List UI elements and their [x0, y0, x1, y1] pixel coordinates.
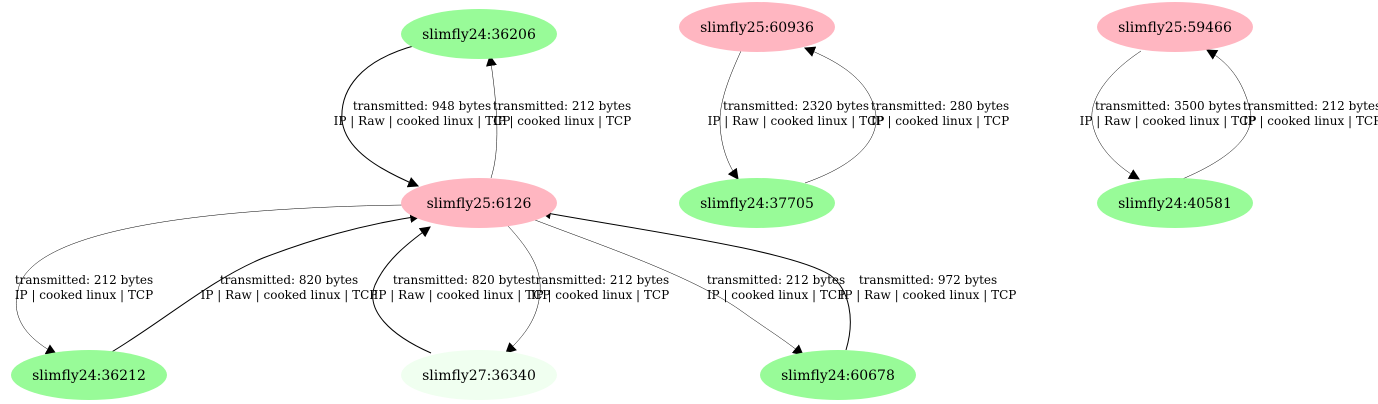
edge-arrow [505, 225, 541, 354]
nodes-layer: slimfly24:36206 slimfly25:6126 slimfly24:3… [11, 2, 1253, 400]
node-label: slimfly27:36340 [422, 368, 536, 384]
node-slimfly24-36206: slimfly24:36206 [401, 9, 557, 59]
node-slimfly25-59466: slimfly25:59466 [1097, 2, 1253, 52]
node-ellipse [760, 350, 916, 400]
node-label: slimfly24:36206 [422, 27, 536, 43]
node-ellipse [401, 350, 557, 400]
node-label: slimfly24:40581 [1118, 196, 1232, 212]
edge-arrow [534, 219, 804, 356]
node-ellipse [1097, 2, 1253, 52]
edge-bytes-label: transmitted: 820 bytes [220, 273, 358, 287]
edge-protocol-label: IP | Raw | cooked linux | TCP [708, 114, 885, 128]
node-label: slimfly24:37705 [700, 196, 814, 212]
edge-protocol-label: IP | Raw | cooked linux | TCP [840, 288, 1017, 302]
edge-bytes-label: transmitted: 212 bytes [15, 273, 153, 287]
edge-protocol-label: IP | Raw | cooked linux | TCP [1080, 114, 1257, 128]
edge-arrow [372, 226, 432, 354]
node-slimfly24-36212: slimfly24:36212 [11, 350, 167, 400]
node-slimfly25-60936: slimfly25:60936 [679, 2, 835, 52]
edge-bytes-label: transmitted: 280 bytes [871, 99, 1009, 113]
edge-protocol-label: IP | cooked linux | TCP [707, 288, 845, 302]
node-label: slimfly25:60936 [700, 20, 814, 36]
edge-protocol-label: IP | Raw | cooked linux | TCP [201, 288, 378, 302]
edge-protocol-label: IP | Raw | cooked linux | TCP [374, 288, 551, 302]
node-slimfly24-40581: slimfly24:40581 [1097, 178, 1253, 228]
node-ellipse [679, 2, 835, 52]
node-label: slimfly24:60678 [781, 368, 895, 384]
node-slimfly27-36340: slimfly27:36340 [401, 350, 557, 400]
edge-protocol-label: IP | cooked linux | TCP [1243, 114, 1378, 128]
node-ellipse [401, 178, 557, 228]
edge-bytes-label: transmitted: 948 bytes [353, 99, 491, 113]
edge-protocol-label: IP | Raw | cooked linux | TCP [334, 114, 511, 128]
edge-arrow [719, 50, 742, 180]
edge-arrow [803, 46, 877, 184]
edge-arrow [16, 204, 405, 355]
node-ellipse [401, 9, 557, 59]
edge-arrow [341, 44, 420, 188]
edge-bytes-label: transmitted: 820 bytes [393, 273, 531, 287]
edge-arrow [109, 212, 422, 354]
edge-arrow [1179, 49, 1252, 181]
node-ellipse [1097, 178, 1253, 228]
node-label: slimfly25:6126 [427, 196, 532, 212]
edge-protocol-label: IP | cooked linux | TCP [493, 114, 631, 128]
node-ellipse [679, 178, 835, 228]
edge-protocol-label: IP | cooked linux | TCP [531, 288, 669, 302]
edge-bytes-label: transmitted: 3500 bytes [1095, 99, 1241, 113]
edge-bytes-label: transmitted: 212 bytes [707, 273, 845, 287]
edge-arrow [486, 54, 498, 179]
edge-protocol-label: IP | cooked linux | TCP [871, 114, 1009, 128]
node-slimfly24-60678: slimfly24:60678 [760, 350, 916, 400]
node-label: slimfly25:59466 [1118, 20, 1232, 36]
edge-protocol-label: IP | cooked linux | TCP [15, 288, 153, 302]
edge-bytes-label: transmitted: 212 bytes [493, 99, 631, 113]
edge-bytes-label: transmitted: 212 bytes [531, 273, 669, 287]
edge-arrow [1091, 50, 1142, 180]
node-slimfly24-37705: slimfly24:37705 [679, 178, 835, 228]
edge-arrow [539, 208, 851, 351]
edge-bytes-label: transmitted: 2320 bytes [723, 99, 869, 113]
edge-bytes-label: transmitted: 972 bytes [859, 273, 997, 287]
node-label: slimfly24:36212 [32, 368, 146, 384]
node-ellipse [11, 350, 167, 400]
edge-bytes-label: transmitted: 212 bytes [1243, 99, 1378, 113]
node-slimfly25-6126: slimfly25:6126 [401, 178, 557, 228]
